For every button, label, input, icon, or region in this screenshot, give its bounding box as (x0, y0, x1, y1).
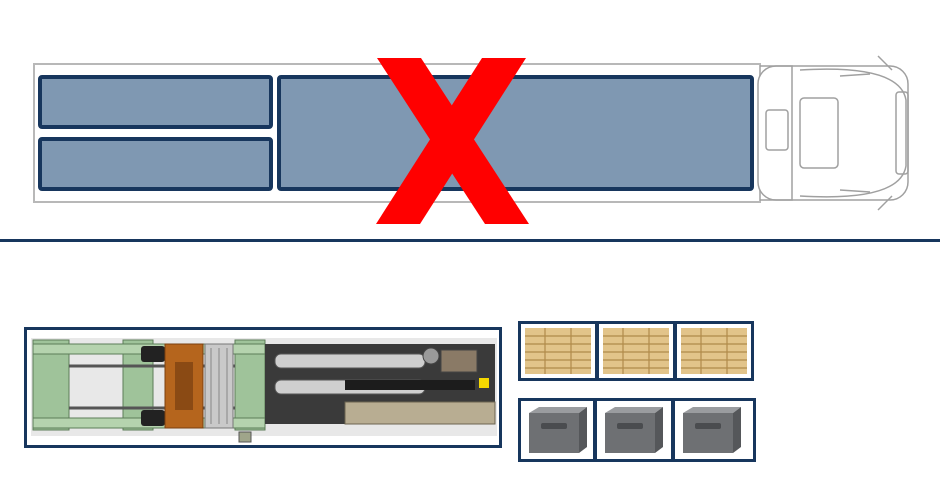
truck-top-view (33, 55, 909, 224)
injection-molding-machine-icon (31, 338, 497, 443)
red-x-cross-icon (376, 58, 529, 224)
pallet-cell-1 (518, 321, 598, 381)
plastic-crate-icon (683, 407, 741, 453)
wooden-pallet-icon (603, 328, 669, 374)
pallet-cell-3 (674, 321, 754, 381)
cargo-area-left-bottom (38, 137, 273, 191)
cargo-area-left-top (38, 75, 273, 129)
machine-frame (24, 327, 502, 448)
truck-cab-icon (757, 55, 909, 211)
plastic-crate-icon (605, 407, 663, 453)
wooden-pallet-icon (525, 328, 591, 374)
pallet-cell-2 (596, 321, 676, 381)
section-divider (0, 239, 940, 242)
crate-cell-2 (594, 398, 674, 462)
crate-cell-1 (518, 398, 596, 462)
wooden-pallet-icon (681, 328, 747, 374)
cargo-area-main (277, 75, 754, 191)
plastic-crate-icon (529, 407, 587, 453)
crate-cell-3 (672, 398, 756, 462)
